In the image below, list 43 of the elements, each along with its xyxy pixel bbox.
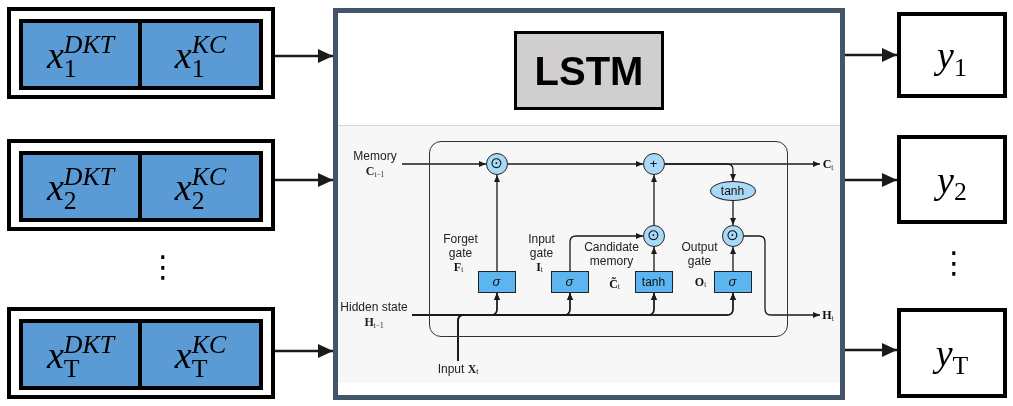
input-pair-box bbox=[7, 139, 275, 231]
output-box: y$_{2}$ bbox=[897, 135, 1007, 224]
arrow bbox=[507, 161, 644, 167]
lstm-cell-outline bbox=[429, 141, 788, 337]
arrow bbox=[845, 173, 897, 187]
vertical-ellipsis: ⋮ bbox=[942, 246, 966, 280]
output-box: y$_{1}$ bbox=[897, 12, 1007, 98]
arrow bbox=[845, 343, 897, 357]
gate-label: Candidate memory bbox=[583, 239, 640, 268]
gate-label: Input gate bbox=[527, 231, 556, 260]
input-pair-box bbox=[7, 7, 275, 99]
arrow bbox=[730, 200, 736, 226]
arrow bbox=[845, 48, 897, 62]
arrow bbox=[569, 233, 644, 272]
state-symbol: H$_{t−1}$ bbox=[364, 314, 384, 330]
output-state-label: C$_{t}$ bbox=[820, 156, 836, 172]
input-pair-box bbox=[7, 307, 275, 399]
arrow bbox=[651, 174, 657, 226]
state-label: Memory bbox=[353, 149, 397, 163]
gate-label: Output gate bbox=[680, 239, 719, 268]
gate-label: Forget gate bbox=[442, 231, 479, 260]
lstm-panel bbox=[333, 8, 845, 400]
input-label: Input X$_{t}$ bbox=[429, 361, 487, 376]
gate-symbol: F$_{t}$ bbox=[453, 259, 464, 274]
arrow bbox=[730, 246, 736, 272]
arrow bbox=[651, 246, 657, 272]
lstm-title-box: LSTM bbox=[514, 31, 664, 110]
arrow bbox=[275, 344, 333, 358]
output-box: y$_{T}$ bbox=[897, 308, 1007, 398]
arrow bbox=[664, 163, 736, 182]
gate-symbol: I$_{t}$ bbox=[536, 259, 543, 274]
state-symbol: C$_{t−1}$ bbox=[365, 163, 385, 179]
arrow bbox=[743, 235, 821, 318]
state-label: Hidden state bbox=[340, 300, 408, 314]
gate-symbol: C̃$_{t}$ bbox=[608, 276, 621, 293]
arrow bbox=[275, 49, 333, 63]
gate-symbol: O$_{t}$ bbox=[693, 274, 708, 289]
arrow bbox=[494, 174, 500, 272]
vertical-ellipsis: ⋮ bbox=[151, 250, 175, 284]
arrow bbox=[275, 173, 333, 187]
arrow bbox=[457, 292, 736, 362]
output-state-label: H$_{t}$ bbox=[820, 307, 836, 323]
arrow bbox=[401, 161, 487, 167]
